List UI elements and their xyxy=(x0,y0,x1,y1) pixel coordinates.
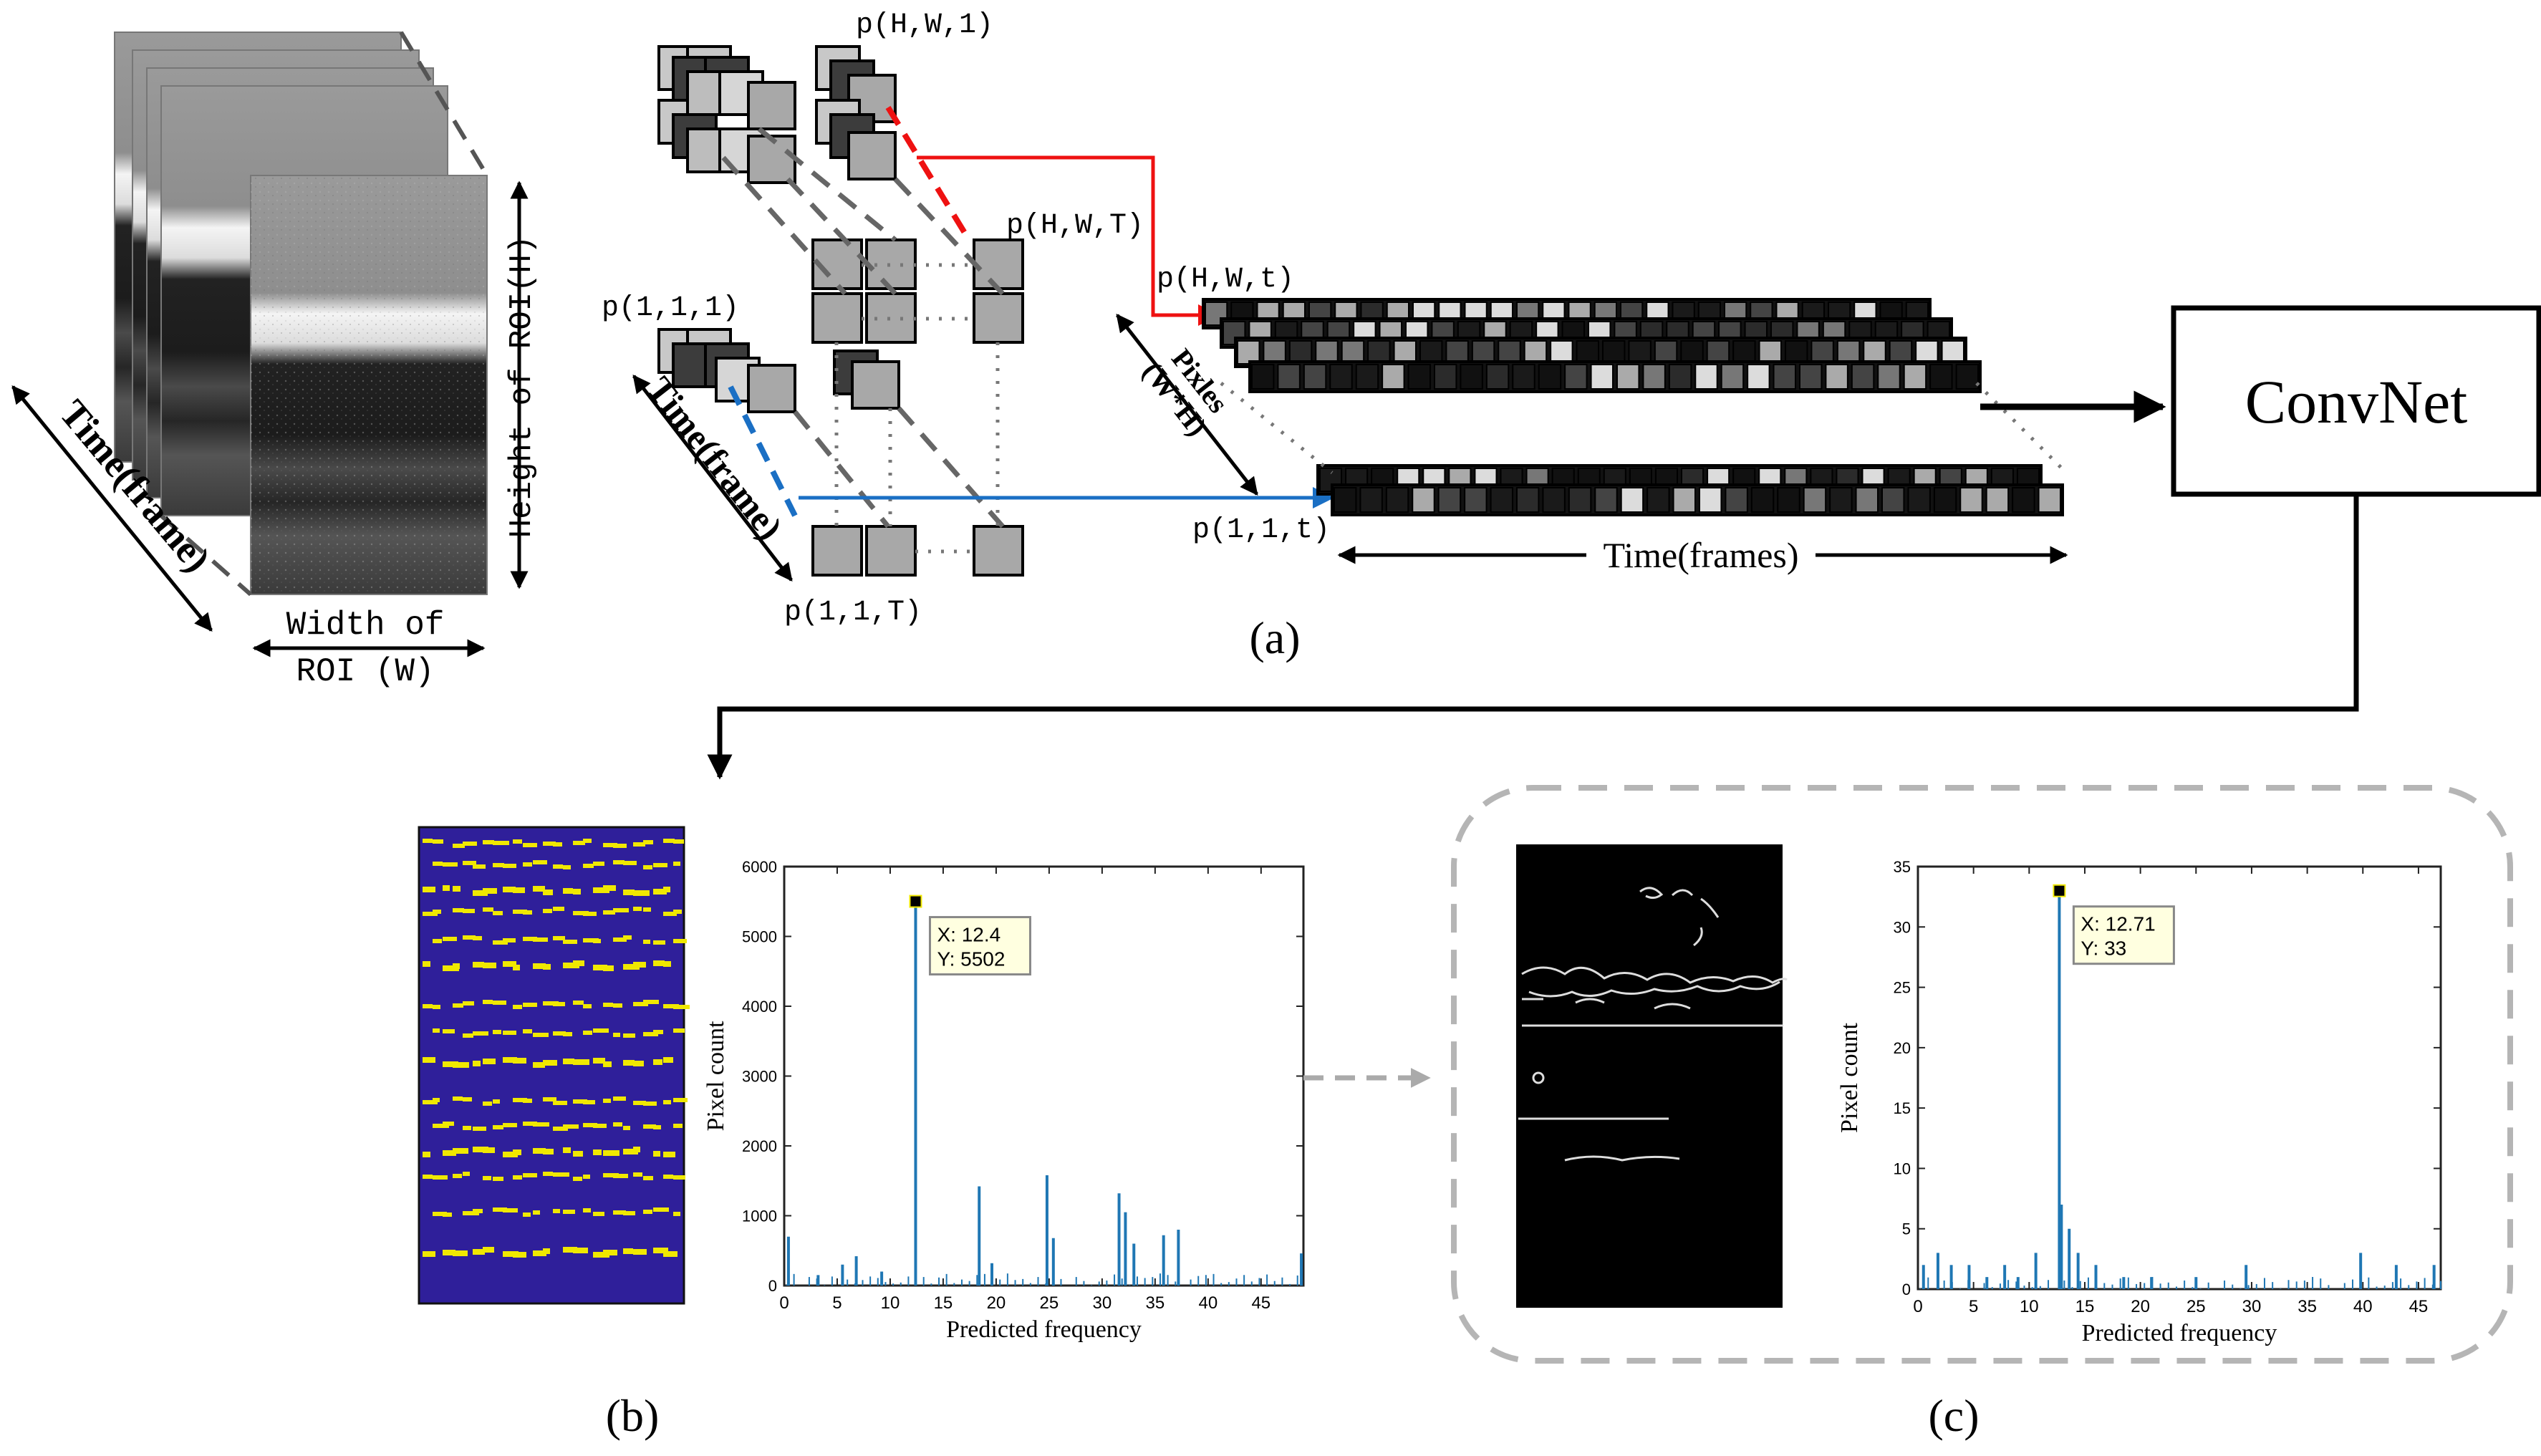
convnet-label: ConvNet xyxy=(2245,367,2468,436)
x-tick-label: 0 xyxy=(1913,1297,1922,1316)
sequence-stack-bottom xyxy=(1316,464,2064,516)
pixel-stack-hw1 xyxy=(815,45,897,180)
pixel-stack-tl xyxy=(657,45,796,184)
y-tick-label: 5000 xyxy=(742,928,777,946)
x-tick-label: 20 xyxy=(2131,1297,2150,1316)
pixel-stack-mid xyxy=(811,238,1024,410)
panel-a-label: (a) xyxy=(1249,612,1300,663)
y-tick-label: 15 xyxy=(1894,1099,1911,1117)
panel-c-label: (c) xyxy=(1928,1390,1979,1441)
label-p-hwT: p(H,W,T) xyxy=(1006,210,1144,242)
roi-w-label: ROI (W) xyxy=(296,653,434,690)
x-tick-label: 5 xyxy=(1969,1297,1978,1316)
y-tick-label: 2000 xyxy=(742,1137,777,1155)
seq-guide-right xyxy=(1975,382,2068,474)
roi-time-arrow xyxy=(11,385,213,632)
y-tick-label: 4000 xyxy=(742,998,777,1016)
convnet-output-arrow xyxy=(707,494,2359,780)
panel-b-label: (b) xyxy=(606,1390,660,1441)
y-tick-label: 1000 xyxy=(742,1207,777,1225)
histogram-c: 0 5 10 15 20 25 30 35 40 45 0 5 10 15 20 25 30 35 X: 12.71… xyxy=(1836,858,2442,1346)
y-tick-label: 3000 xyxy=(742,1068,777,1086)
label-p-11T: p(1,1,T) xyxy=(784,597,922,629)
label-p-hwt: p(H,W,t) xyxy=(1157,264,1294,296)
x-tick-label: 40 xyxy=(2353,1297,2373,1316)
sequence-time-label-bg xyxy=(1586,534,1816,577)
y-axis-label: Pixel count xyxy=(1836,1022,1863,1132)
tooltip-y: Y: 33 xyxy=(2080,937,2126,960)
tooltip-x: X: 12.4 xyxy=(937,924,1001,946)
y-tick-label: 0 xyxy=(768,1277,777,1295)
y-tick-label: 0 xyxy=(1902,1281,1911,1298)
x-tick-label: 15 xyxy=(2075,1297,2095,1316)
y-tick-label: 5 xyxy=(1902,1220,1911,1238)
y-tick-label: 25 xyxy=(1894,979,1911,997)
x-tick-label: 25 xyxy=(2186,1297,2206,1316)
y-tick-label: 6000 xyxy=(742,858,777,876)
x-axis-label: Predicted frequency xyxy=(2082,1320,2277,1346)
x-tick-label: 40 xyxy=(1198,1293,1218,1313)
seq-guide-left xyxy=(1220,382,1334,474)
sequence-time-label: Time(frames) xyxy=(1603,535,1798,575)
x-tick-label: 10 xyxy=(2020,1297,2039,1316)
x-tick-label: 35 xyxy=(1146,1293,1165,1313)
x-tick-label: 30 xyxy=(1093,1293,1112,1313)
red-dashed-link xyxy=(885,105,970,238)
y-tick-label: 10 xyxy=(1894,1160,1911,1177)
convnet-box xyxy=(2171,305,2541,497)
histogram-b: 0 5 10 15 20 25 30 35 40 45 0 1000 2000 3000 4000 5000 6… xyxy=(703,858,1305,1343)
pixels-arrow xyxy=(1116,314,1258,496)
x-tick-label: 0 xyxy=(779,1293,789,1313)
pixel-stack-T xyxy=(811,525,1024,577)
x-axis-label: Predicted frequency xyxy=(946,1316,1142,1343)
x-tick-label: 15 xyxy=(934,1293,953,1313)
y-axis-label: Pixel count xyxy=(703,1021,729,1131)
sequence-stack-top xyxy=(1202,298,1982,393)
prediction-map xyxy=(418,826,690,1305)
peak-tooltip xyxy=(928,916,1031,976)
label-p-11t: p(1,1,t) xyxy=(1192,514,1330,546)
x-tick-label: 45 xyxy=(2409,1297,2429,1316)
pixel-grid-guides xyxy=(721,127,1005,554)
x-tick-label: 45 xyxy=(1251,1293,1270,1313)
tooltip-x: X: 12.71 xyxy=(2080,913,2155,935)
width-of-label: Width of xyxy=(286,607,445,644)
peak-tooltip xyxy=(2072,905,2175,965)
peak-marker xyxy=(909,895,922,908)
label-p-111: p(1,1,1) xyxy=(602,292,739,324)
y-tick-label: 35 xyxy=(1894,858,1911,876)
x-tick-label: 10 xyxy=(881,1293,900,1313)
tooltip-y: Y: 5502 xyxy=(937,948,1005,970)
height-of-roi-label: Height of ROI(H) xyxy=(504,236,540,538)
x-tick-label: 20 xyxy=(987,1293,1006,1313)
label-p-hw1: p(H,W,1) xyxy=(856,9,993,42)
x-tick-label: 25 xyxy=(1040,1293,1059,1313)
x-tick-label: 30 xyxy=(2242,1297,2262,1316)
edge-map xyxy=(1516,844,1788,1308)
grid-time-arrow xyxy=(632,375,793,582)
x-tick-label: 35 xyxy=(2297,1297,2317,1316)
peak-marker xyxy=(2053,884,2066,897)
y-tick-label: 20 xyxy=(1894,1039,1911,1057)
x-tick-label: 5 xyxy=(832,1293,842,1313)
y-tick-label: 30 xyxy=(1894,918,1911,936)
